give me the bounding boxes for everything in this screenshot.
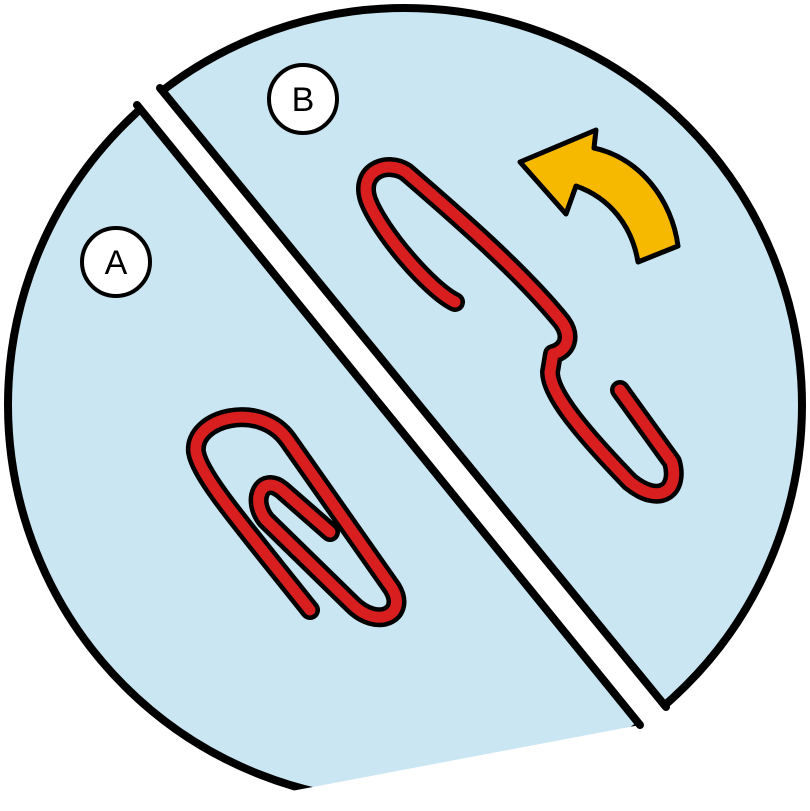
curved-arrow-icon — [517, 127, 681, 265]
badge-b-label: B — [292, 81, 315, 119]
panel-a-edge — [133, 101, 644, 729]
unbent-paperclip-icon — [356, 157, 684, 504]
paperclip-icon — [185, 407, 407, 628]
badge-b: B — [267, 63, 339, 135]
badge-a-label: A — [105, 244, 128, 282]
badge-a: A — [80, 226, 152, 298]
panel-b-edge — [156, 84, 670, 711]
badge-b-circle — [267, 63, 339, 135]
badge-a-circle — [80, 226, 152, 298]
